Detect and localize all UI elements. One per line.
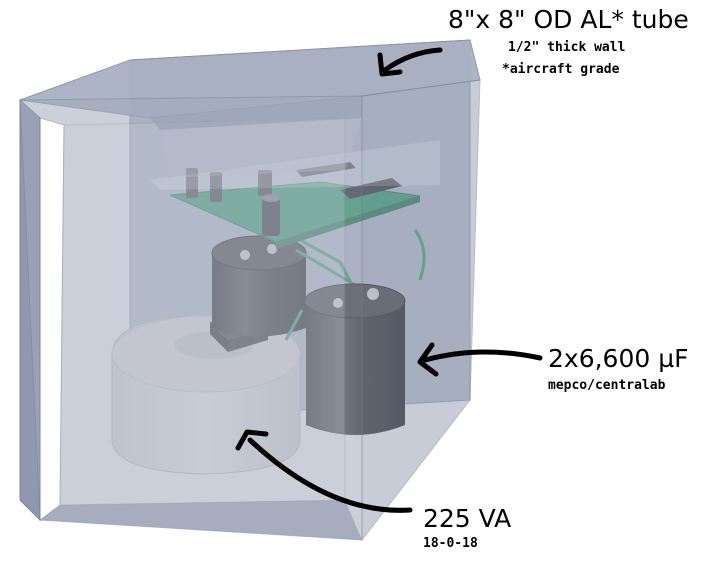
capacitor-title-label: 2x6,600 µF	[548, 344, 689, 373]
transformer-title-label: 225 VA	[423, 504, 512, 533]
capacitor-brand-label: mepco/centralab	[548, 378, 666, 393]
transformer-rating-label: 18-0-18	[423, 536, 478, 551]
tube-grade-label: *aircraft grade	[502, 62, 620, 77]
tube-arrow	[377, 47, 443, 77]
tube-wall-label: 1/2" thick wall	[508, 40, 626, 55]
transformer-arrow	[235, 429, 413, 513]
capacitor-arrow	[417, 342, 543, 377]
callout-arrows	[235, 47, 543, 513]
enclosure-front	[19, 79, 481, 542]
tube-title-label: 8"x 8" OD AL* tube	[448, 5, 689, 34]
